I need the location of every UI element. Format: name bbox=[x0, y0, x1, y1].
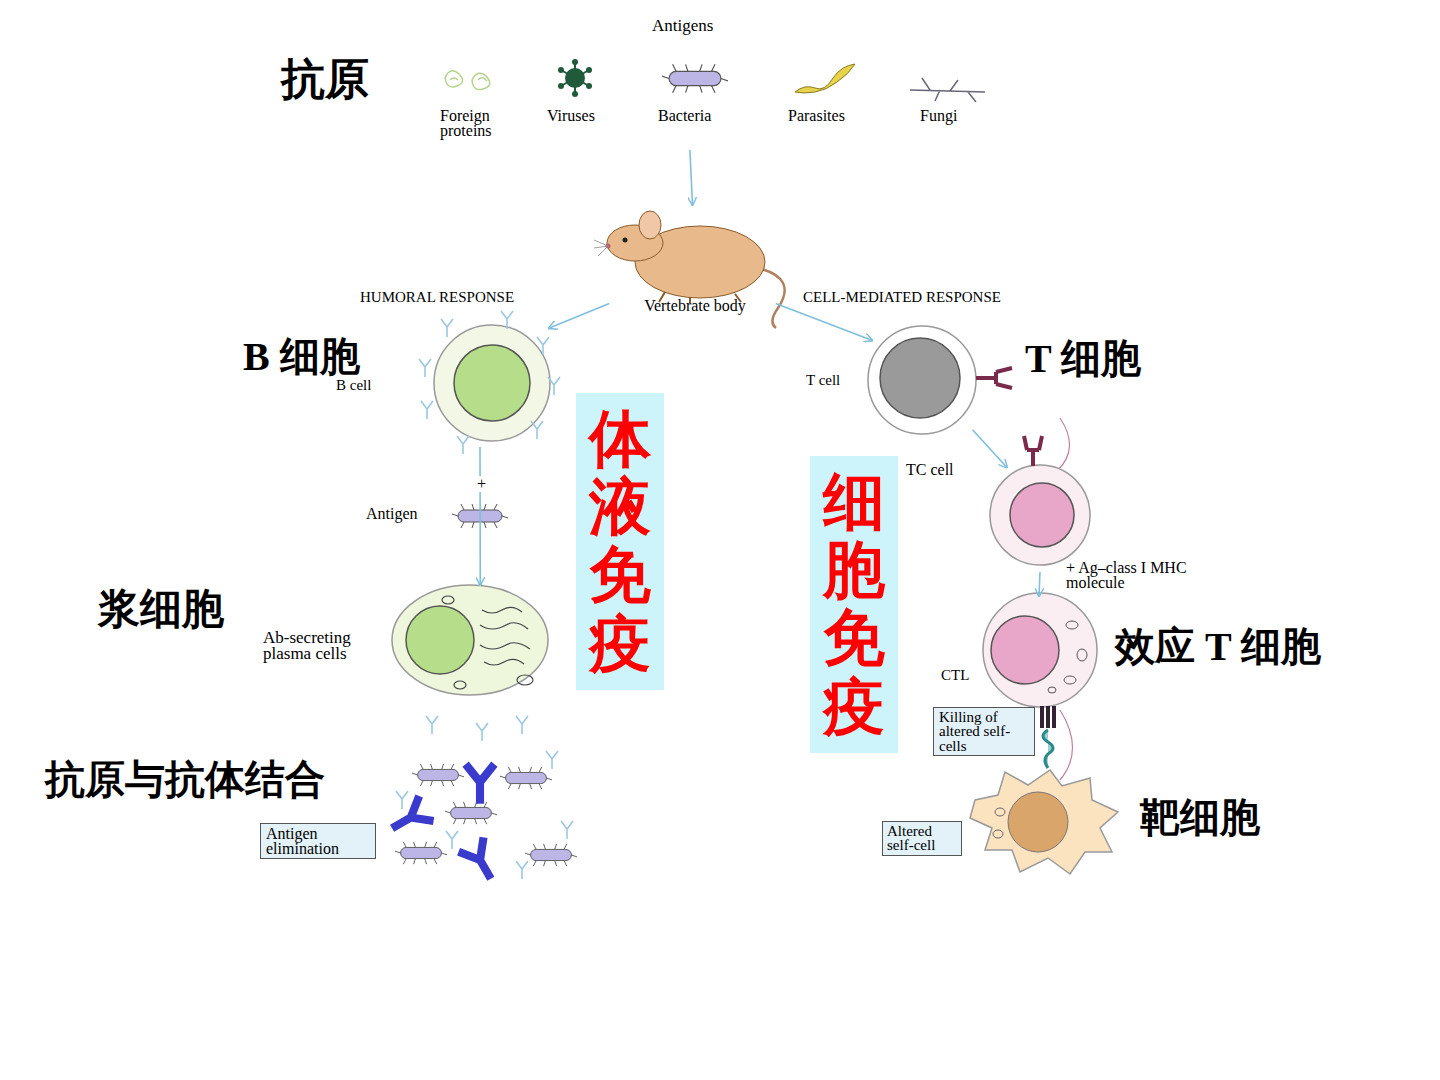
result-box: Killing of altered self-cells bbox=[933, 707, 1035, 756]
edge-label: CELL-MEDIATED RESPONSE bbox=[803, 290, 1001, 304]
cell-name-en: T cell bbox=[806, 373, 840, 389]
cell-name-zh: 浆细胞 bbox=[98, 587, 224, 631]
process-label: 抗原与抗体结合 bbox=[45, 760, 325, 800]
cell-name-en: CTL bbox=[941, 668, 969, 684]
flow-arrow bbox=[690, 150, 693, 205]
tc-cell: TC cell bbox=[985, 462, 1095, 572]
antigen-type: Parasites bbox=[788, 108, 845, 124]
antigen-type: Foreign proteins bbox=[440, 108, 522, 138]
target-cell: 靶细胞Altered self-cell bbox=[965, 768, 1120, 878]
cell-name-en: TC cell bbox=[906, 462, 954, 479]
ctl-cell: 效应 T 细胞CTL bbox=[978, 596, 1100, 704]
box-text: Antigen elimination bbox=[266, 826, 370, 856]
result-box: Antigen elimination bbox=[260, 823, 376, 859]
antigen-type: Bacteria bbox=[658, 108, 711, 124]
flow-arrow bbox=[776, 303, 873, 340]
category-text: 细胞免疫 bbox=[823, 468, 885, 741]
category-band: 体液免疫 bbox=[576, 393, 664, 690]
organism: Vertebrate body bbox=[600, 205, 785, 325]
flow-arrow bbox=[549, 303, 610, 328]
flow-arrow bbox=[973, 430, 1008, 468]
antigen-type: Viruses bbox=[547, 108, 595, 124]
cell-name-zh: 靶细胞 bbox=[1140, 797, 1260, 839]
b-cell: B 细胞B cell bbox=[430, 322, 555, 447]
box-text: Killing of altered self-cells bbox=[939, 710, 1029, 753]
cell-name-zh: T 细胞 bbox=[1025, 338, 1141, 380]
antigen-type: Fungi bbox=[920, 108, 957, 124]
heading-en: Antigens bbox=[652, 17, 713, 35]
plasma-cell: 浆细胞Ab-secreting plasma cells bbox=[392, 585, 557, 700]
antigen-group: 抗原Antigens bbox=[430, 15, 995, 150]
edge-label: HUMORAL RESPONSE bbox=[360, 290, 514, 304]
t-cell: T 细胞T cell bbox=[868, 330, 978, 435]
heading-zh: 抗原 bbox=[281, 57, 369, 103]
cell-name-zh: B 细胞 bbox=[243, 336, 360, 378]
cell-name-en: B cell bbox=[336, 378, 371, 394]
category-text: 体液免疫 bbox=[589, 405, 651, 678]
flow-arrow bbox=[1039, 572, 1040, 596]
flow-arrow bbox=[479, 447, 481, 585]
cell-name-zh: 效应 T 细胞 bbox=[1115, 626, 1321, 668]
category-band: 细胞免疫 bbox=[810, 456, 898, 753]
cell-name-en: Ab-secreting plasma cells bbox=[263, 630, 388, 662]
antigen-label: Antigen bbox=[366, 506, 418, 522]
organism-label: Vertebrate body bbox=[613, 298, 777, 315]
edge-label: + Ag–class I MHC molecule bbox=[1066, 560, 1214, 590]
plus-sign: + bbox=[475, 476, 488, 492]
cell-name-en: Altered self-cell bbox=[882, 821, 962, 856]
